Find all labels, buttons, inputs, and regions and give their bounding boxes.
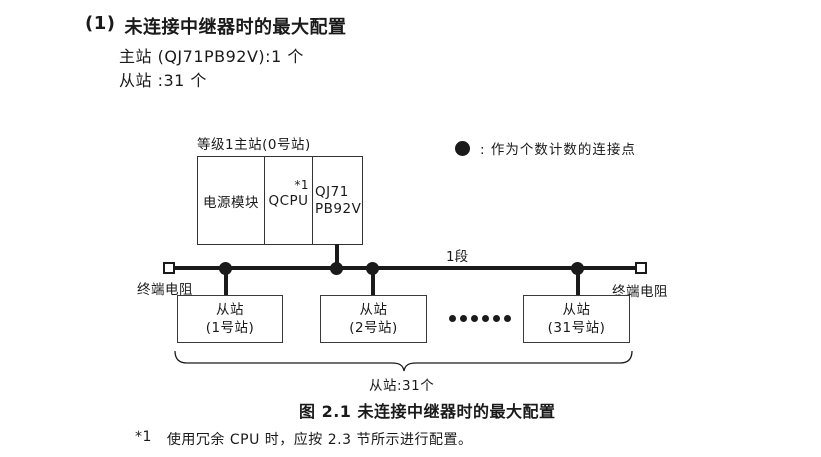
slave-station-2-box: 从站 (2号站) [320, 295, 427, 343]
slave-count-label: 从站:31个 [369, 378, 435, 394]
master-spec-line: 主站 (QJ71PB92V):1 个 [119, 47, 304, 66]
slave-name: 从站 [562, 301, 591, 318]
terminator-left-icon [163, 262, 175, 274]
master-drop-line [335, 244, 339, 268]
slave-count-brace [174, 350, 633, 372]
module-name-line1: QJ71 [315, 183, 349, 200]
module-name-line2: PB92V [315, 200, 362, 217]
slave-name: 从站 [216, 301, 244, 318]
heading-title: 未连接中继器时的最大配置 [124, 17, 347, 38]
slave1-drop-line [224, 268, 228, 295]
section-heading: (1) 未连接中继器时的最大配置 [85, 13, 346, 39]
connection-node-dot [330, 262, 343, 275]
footnote-ref-mark: *1 [294, 178, 309, 192]
slave-station-31-box: 从站 (31号站) [523, 295, 630, 343]
master-station-box: 电源模块 *1 QCPU QJ71 PB92V [197, 156, 363, 245]
ellipsis-dots [449, 315, 511, 322]
cpu-label: QCPU [268, 192, 309, 209]
terminator-left-label: 终端电阻 [137, 282, 193, 298]
connection-point-icon [455, 140, 470, 156]
bus-line [171, 266, 641, 270]
footnote: *1 使用冗余 CPU 时，应按 2.3 节所示进行配置。 [135, 429, 472, 449]
slave-station-number: (2号站) [349, 320, 398, 336]
cpu-cell: *1 QCPU [265, 157, 313, 244]
footnote-marker: *1 [135, 429, 152, 445]
segment-label: 1段 [446, 249, 469, 265]
slave31-drop-line [576, 268, 580, 295]
terminator-right-icon [635, 262, 647, 274]
slave-station-1-box: 从站 (1号站) [177, 295, 283, 343]
slave-spec-line: 从站 :31 个 [119, 71, 207, 90]
footnote-text: 使用冗余 CPU 时，应按 2.3 节所示进行配置。 [166, 432, 473, 448]
figure-caption: 图 2.1 未连接中继器时的最大配置 [299, 402, 556, 421]
slave-name: 从站 [359, 301, 388, 318]
slave2-drop-line [371, 268, 375, 295]
slave-station-number: (1号站) [205, 320, 255, 336]
master-station-label: 等级1主站(0号站) [197, 137, 311, 153]
legend-text: : 作为个数计数的连接点 [480, 142, 636, 158]
pb92v-module-cell: QJ71 PB92V [313, 157, 362, 244]
connection-node-dot [571, 262, 584, 275]
connection-node-dot [219, 262, 232, 275]
legend: : 作为个数计数的连接点 [455, 138, 636, 158]
connection-node-dot [366, 262, 379, 275]
heading-number: (1) [85, 13, 116, 34]
slave-station-number: (31号站) [547, 320, 606, 336]
power-module-cell: 电源模块 [198, 157, 265, 244]
